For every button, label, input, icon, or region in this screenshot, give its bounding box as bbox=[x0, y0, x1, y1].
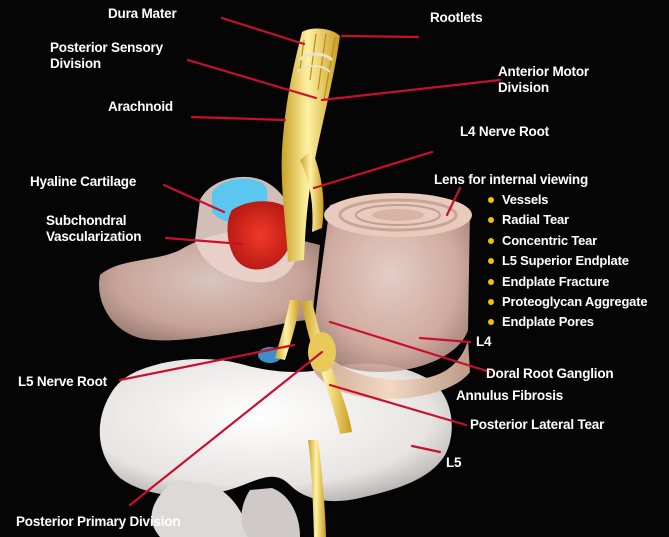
label-dura-mater: Dura Mater bbox=[108, 6, 177, 22]
label-lens-heading: Lens for internal viewing bbox=[434, 172, 588, 188]
label-l5: L5 bbox=[446, 455, 461, 471]
label-annulus-fibrosis: Annulus Fibrosis bbox=[456, 388, 563, 404]
label-rootlets: Rootlets bbox=[430, 10, 482, 26]
lens-feature-list: Vessels Radial Tear Concentric Tear L5 S… bbox=[488, 190, 647, 333]
label-anterior-motor-division: Anterior Motor Division bbox=[498, 64, 589, 96]
label-posterior-primary-division: Posterior Primary Division bbox=[16, 514, 180, 530]
lens-item: Endplate Fracture bbox=[488, 272, 647, 292]
label-posterior-sensory-division: Posterior Sensory Division bbox=[50, 40, 163, 72]
lens-item: L5 Superior Endplate bbox=[488, 251, 647, 271]
label-doral-root-ganglion: Doral Root Ganglion bbox=[486, 366, 613, 382]
bullet-dot bbox=[488, 279, 494, 285]
label-hyaline-cartilage: Hyaline Cartilage bbox=[30, 174, 136, 190]
label-l5-nerve-root: L5 Nerve Root bbox=[18, 374, 107, 390]
bullet-dot bbox=[488, 258, 494, 264]
lens-item: Radial Tear bbox=[488, 210, 647, 230]
bullet-dot bbox=[488, 238, 494, 244]
lens-item: Endplate Pores bbox=[488, 312, 647, 332]
label-arachnoid: Arachnoid bbox=[108, 99, 173, 115]
bullet-dot bbox=[488, 319, 494, 325]
bullet-dot bbox=[488, 217, 494, 223]
label-subchondral-vascularization: Subchondral Vascularization bbox=[46, 213, 141, 245]
label-l4-nerve-root: L4 Nerve Root bbox=[460, 124, 549, 140]
label-posterior-lateral-tear: Posterior Lateral Tear bbox=[470, 417, 604, 433]
lens-item: Concentric Tear bbox=[488, 231, 647, 251]
bullet-dot bbox=[488, 197, 494, 203]
lens-item: Vessels bbox=[488, 190, 647, 210]
lens-item: Proteoglycan Aggregate bbox=[488, 292, 647, 312]
label-l4: L4 bbox=[476, 334, 491, 350]
bullet-dot bbox=[488, 299, 494, 305]
